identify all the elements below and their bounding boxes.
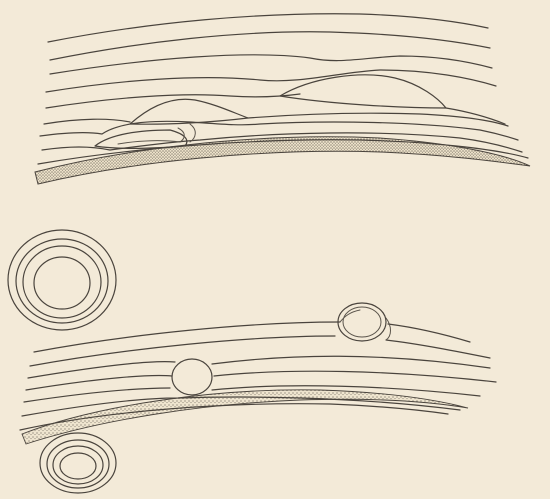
lower-stipple-base-layer bbox=[22, 390, 468, 444]
upper-fibre-bundle bbox=[35, 14, 530, 184]
large-ring-cross-section bbox=[8, 230, 116, 330]
lower-cell-oval-upper bbox=[338, 303, 386, 341]
upper-stipple-lens-right bbox=[280, 75, 446, 108]
upper-stipple-base-layer bbox=[35, 137, 530, 184]
lower-fibre-bundle bbox=[20, 303, 496, 444]
small-ring-cross-section bbox=[40, 433, 116, 493]
upper-stipple-lens-middle bbox=[130, 99, 248, 124]
lower-cell-oval-middle bbox=[172, 359, 212, 395]
